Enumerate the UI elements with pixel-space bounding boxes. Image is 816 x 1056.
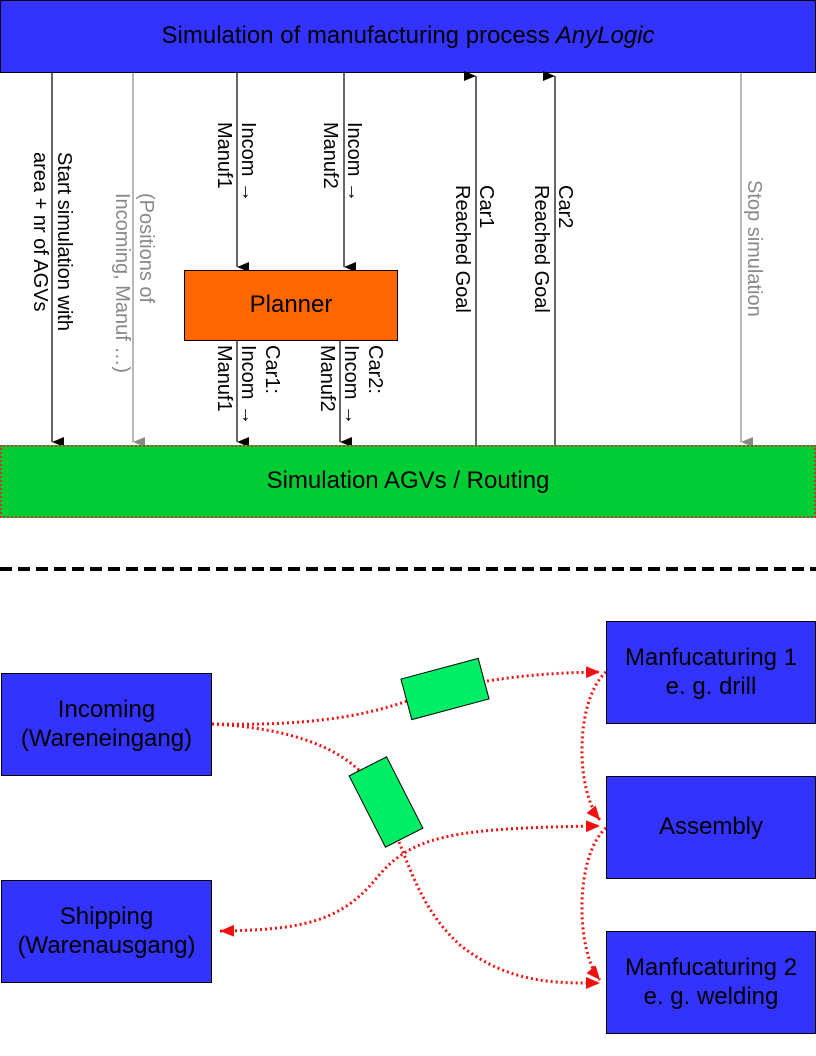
shipping-line1: Shipping	[59, 902, 154, 930]
manuf2-line2: e. g. welding	[643, 982, 779, 1010]
car1-task-label: Car1: Incom → Manuf1	[212, 345, 284, 425]
simulation-label: Simulation AGVs / Routing	[266, 467, 550, 495]
car2-task-line1: Car2:	[364, 345, 386, 394]
shipping-station: Shipping (Warenausgang)	[1, 880, 212, 983]
car1-task-line3: Manuf1	[213, 345, 235, 412]
start-label-line2: area + nr of AGVs	[29, 152, 51, 312]
planner-box: Planner	[184, 270, 398, 341]
manuf2-line1: Manfucaturing 2	[624, 953, 798, 981]
shipping-line2: (Warenausgang)	[17, 931, 196, 959]
top-title: Simulation of manufacturing process	[161, 22, 550, 50]
car1-goal-line1: Car1	[475, 185, 497, 229]
agv-2	[348, 756, 424, 848]
incoming-line2: (Wareneingang)	[20, 724, 193, 752]
manufacturing-1-station: Manfucaturing 1 e. g. drill	[606, 621, 816, 724]
incom-manuf1-label: Incom → Manuf1	[212, 122, 260, 202]
route-incoming-manuf2	[211, 722, 601, 990]
car2-task-line3: Manuf2	[316, 345, 338, 412]
car2-task-label: Car2: Incom → Manuf2	[315, 345, 387, 425]
route-assembly-manuf2	[580, 826, 608, 981]
incoming-line1: Incoming	[57, 695, 156, 723]
incom-manuf2-line2: Manuf2	[319, 122, 341, 189]
incom-manuf2-label: Incom → Manuf2	[318, 122, 366, 202]
car2-goal-line2: Reached Goal	[530, 185, 552, 313]
assembly-station: Assembly	[606, 776, 816, 879]
route-manuf1-assembly	[580, 670, 608, 821]
anylogic-brand: AnyLogic	[555, 22, 655, 50]
route-shipping-assembly	[219, 820, 601, 937]
incoming-station: Incoming (Wareneingang)	[1, 673, 212, 776]
simulation-routing-box: Simulation AGVs / Routing	[0, 445, 816, 518]
stop-label: Stop simulation	[743, 180, 765, 317]
car2-goal-line1: Car2	[554, 185, 576, 229]
incom-manuf2-line1: Incom →	[343, 122, 365, 203]
start-label-line1: Start simulation with	[53, 152, 75, 331]
agv-1	[400, 657, 490, 721]
incom-manuf1-line2: Manuf1	[213, 122, 235, 189]
positions-label-line1: (Positions of	[135, 193, 157, 304]
car1-goal-line2: Reached Goal	[451, 185, 473, 313]
manufacturing-2-station: Manfucaturing 2 e. g. welding	[606, 931, 816, 1034]
car2-goal-label: Car2 Reached Goal	[529, 185, 577, 313]
positions-arrow-label: (Positions of Incoming, Manuf …)	[110, 193, 158, 373]
car1-task-line1: Car1:	[261, 345, 283, 394]
start-arrow-label: Start simulation with area + nr of AGVs	[28, 152, 76, 331]
planner-label: Planner	[249, 291, 333, 319]
manuf1-line1: Manfucaturing 1	[624, 643, 798, 671]
incom-manuf1-line1: Incom →	[237, 122, 259, 203]
positions-label-line2: Incoming, Manuf …)	[111, 193, 133, 374]
manuf1-line2: e. g. drill	[665, 672, 757, 700]
car1-task-line2: Incom →	[237, 345, 259, 426]
assembly-label: Assembly	[658, 813, 764, 841]
car1-goal-label: Car1 Reached Goal	[450, 185, 498, 313]
car2-task-line2: Incom →	[340, 345, 362, 426]
